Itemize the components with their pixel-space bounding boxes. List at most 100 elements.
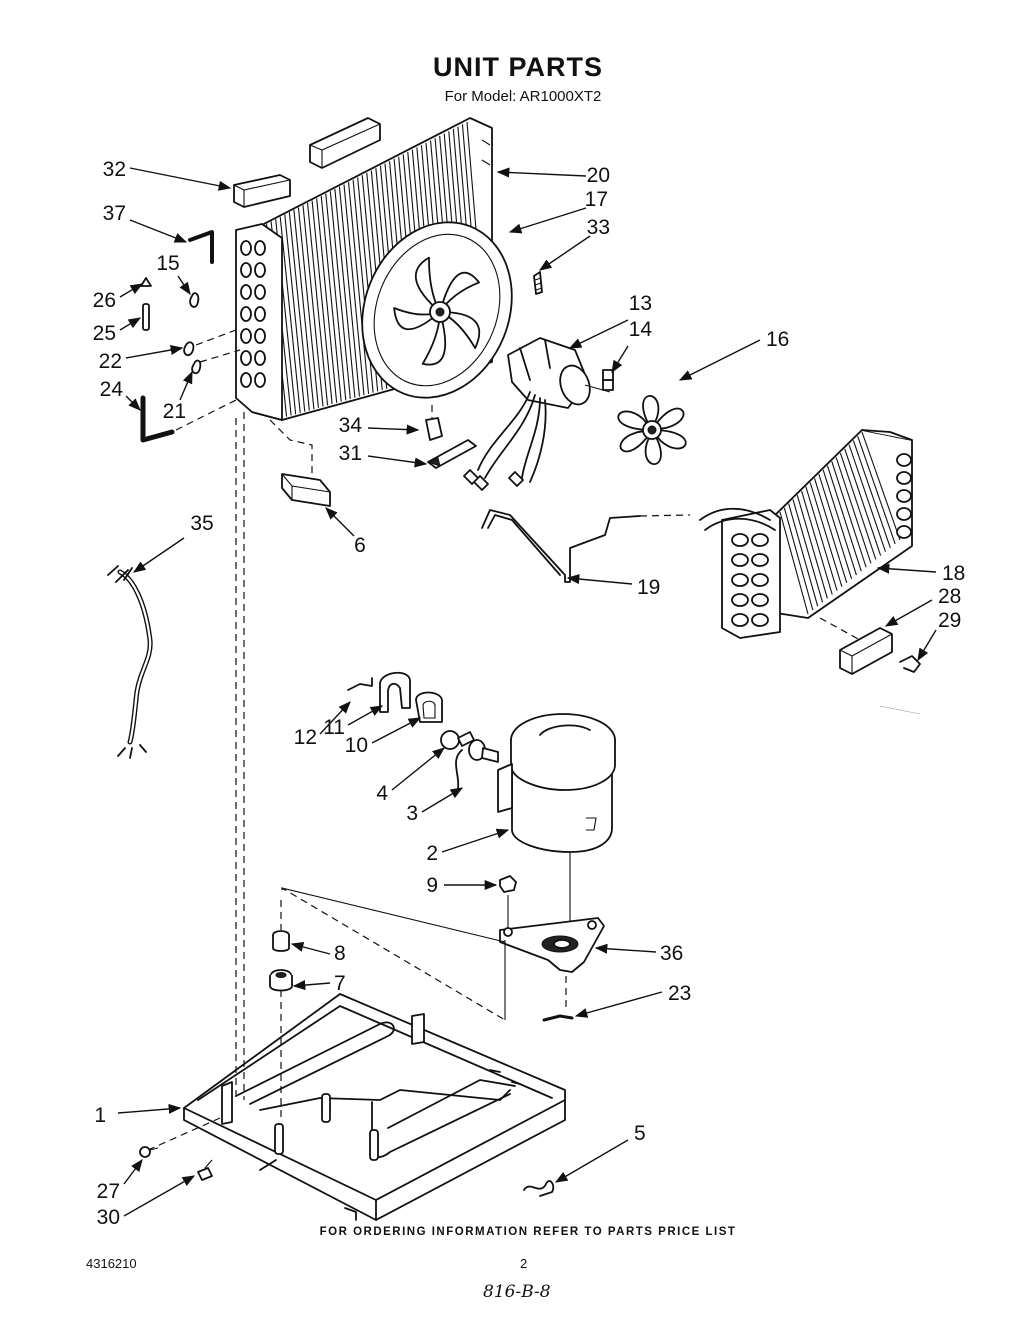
callout-leader-16	[678, 339, 761, 381]
callout-leader-25	[119, 317, 142, 331]
callout-leader-33	[538, 235, 591, 271]
callout-leader-13	[568, 319, 629, 349]
clip-5	[523, 1180, 555, 1197]
callout-25: 25	[93, 322, 116, 345]
callout-6: 6	[354, 534, 366, 557]
callout-12: 12	[294, 726, 317, 749]
grommet-7	[269, 969, 293, 992]
screw-33	[533, 271, 543, 295]
grommet-8	[272, 930, 290, 952]
callout-leader-1	[117, 1103, 182, 1114]
fan-shroud	[361, 221, 513, 399]
callout-leader-36	[594, 943, 657, 954]
key-14	[602, 369, 614, 381]
callout-leader-27	[123, 1158, 143, 1185]
callout-14: 14	[629, 318, 653, 341]
callout-leader-11	[347, 705, 384, 726]
foam-block-upper	[309, 117, 381, 169]
callout-17: 17	[585, 188, 608, 211]
callout-31: 31	[339, 442, 362, 465]
callout-leader-4	[391, 747, 445, 791]
callout-leader-15	[177, 275, 191, 296]
callout-leader-18	[876, 563, 937, 574]
callout-20: 20	[587, 164, 610, 187]
callout-35: 35	[190, 512, 213, 535]
blower-wheel	[617, 395, 687, 465]
callout-21: 21	[163, 400, 186, 423]
callout-34: 34	[339, 414, 363, 437]
mounting-bracket-36	[499, 917, 605, 973]
callout-leader-17	[508, 207, 587, 234]
callout-leader-19	[566, 574, 633, 585]
power-cord	[107, 565, 153, 759]
callout-leader-8	[290, 942, 331, 955]
callout-15: 15	[156, 252, 179, 275]
wire-3	[455, 749, 463, 789]
callout-leader-2	[441, 828, 510, 853]
callout-leader-10	[371, 717, 422, 744]
callout-28: 28	[938, 585, 961, 608]
terminal-4	[440, 730, 499, 763]
callout-leader-6	[325, 507, 355, 537]
callout-11: 11	[323, 716, 345, 739]
callout-24: 24	[100, 378, 124, 401]
callout-29: 29	[938, 609, 961, 632]
callout-3: 3	[406, 802, 418, 825]
callout-leader-37	[129, 219, 188, 243]
clip-29	[899, 655, 921, 673]
callout-9: 9	[426, 874, 438, 897]
foam-block-32	[233, 174, 291, 208]
callout-5: 5	[634, 1122, 646, 1145]
callout-leader-14	[611, 345, 629, 374]
callout-leader-29	[917, 629, 937, 662]
screw-30	[197, 1159, 213, 1181]
callout-8: 8	[334, 942, 346, 965]
gasket-10	[415, 691, 443, 723]
callout-leader-21	[179, 370, 193, 401]
callout-2: 2	[426, 842, 438, 865]
callout-leader-26	[119, 283, 144, 298]
page-number: 2	[520, 1256, 528, 1271]
callout-leader-24	[125, 395, 141, 411]
fan-motor	[463, 337, 614, 491]
callout-leader-34	[367, 424, 420, 435]
callout-16: 16	[766, 328, 789, 351]
callout-37: 37	[103, 202, 126, 225]
callout-4: 4	[376, 782, 388, 805]
foam-block-6	[281, 473, 331, 507]
nut-9	[499, 875, 517, 893]
callout-leader-12	[319, 701, 351, 735]
callout-19: 19	[637, 576, 660, 599]
pin-25	[142, 303, 150, 331]
terminal-clip-12	[347, 677, 373, 691]
clip-21	[191, 359, 202, 375]
page-title: UNIT PARTS	[433, 52, 603, 82]
callout-36: 36	[660, 942, 683, 965]
clip-15	[189, 292, 200, 308]
base-pan	[183, 993, 566, 1221]
callout-leader-23	[574, 991, 663, 1018]
screw-27	[139, 1146, 159, 1158]
callout-leader-32	[129, 167, 232, 191]
callout-32: 32	[103, 158, 126, 181]
callout-30: 30	[97, 1206, 120, 1229]
wire-23	[542, 1014, 574, 1022]
compressor	[497, 713, 616, 930]
tube-24	[140, 395, 175, 443]
callout-23: 23	[668, 982, 691, 1005]
callout-18: 18	[942, 562, 965, 585]
callout-22: 22	[99, 350, 122, 373]
callout-27: 27	[97, 1180, 120, 1203]
evaporator-coil	[699, 429, 913, 639]
strap-31	[426, 439, 477, 469]
handwritten-note: 816-B-8	[483, 1282, 551, 1302]
ordering-information-note: FOR ORDERING INFORMATION REFER TO PARTS …	[319, 1226, 737, 1238]
clip-22	[183, 341, 195, 357]
terminal-cover-11	[379, 671, 411, 713]
callout-13: 13	[629, 292, 652, 315]
callout-leader-31	[367, 455, 428, 468]
callout-leader-5	[554, 1139, 629, 1183]
callout-leader-28	[884, 599, 933, 627]
